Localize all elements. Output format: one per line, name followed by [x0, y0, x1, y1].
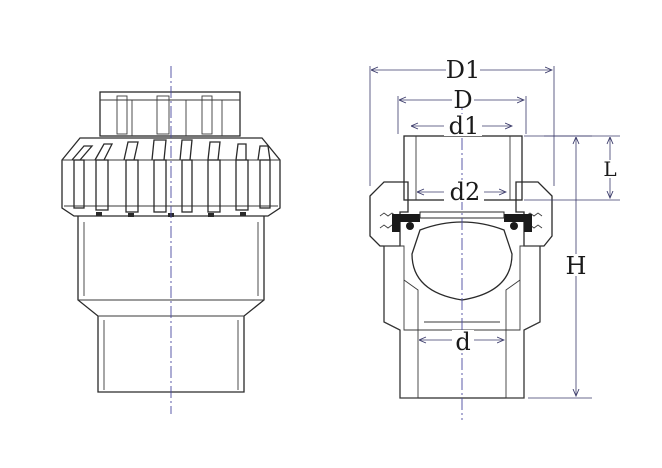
section-view — [369, 98, 553, 420]
label-H: H — [566, 252, 587, 280]
label-L: L — [603, 157, 616, 181]
label-D: D — [453, 86, 472, 114]
label-d: d — [455, 328, 470, 356]
dimensions — [369, 66, 620, 399]
dimension-labels: D1 D d1 d2 d L H — [444, 56, 620, 356]
label-d2: d2 — [450, 178, 481, 206]
exterior-view — [61, 66, 281, 414]
label-D1: D1 — [446, 56, 481, 84]
label-d1: d1 — [449, 112, 480, 140]
